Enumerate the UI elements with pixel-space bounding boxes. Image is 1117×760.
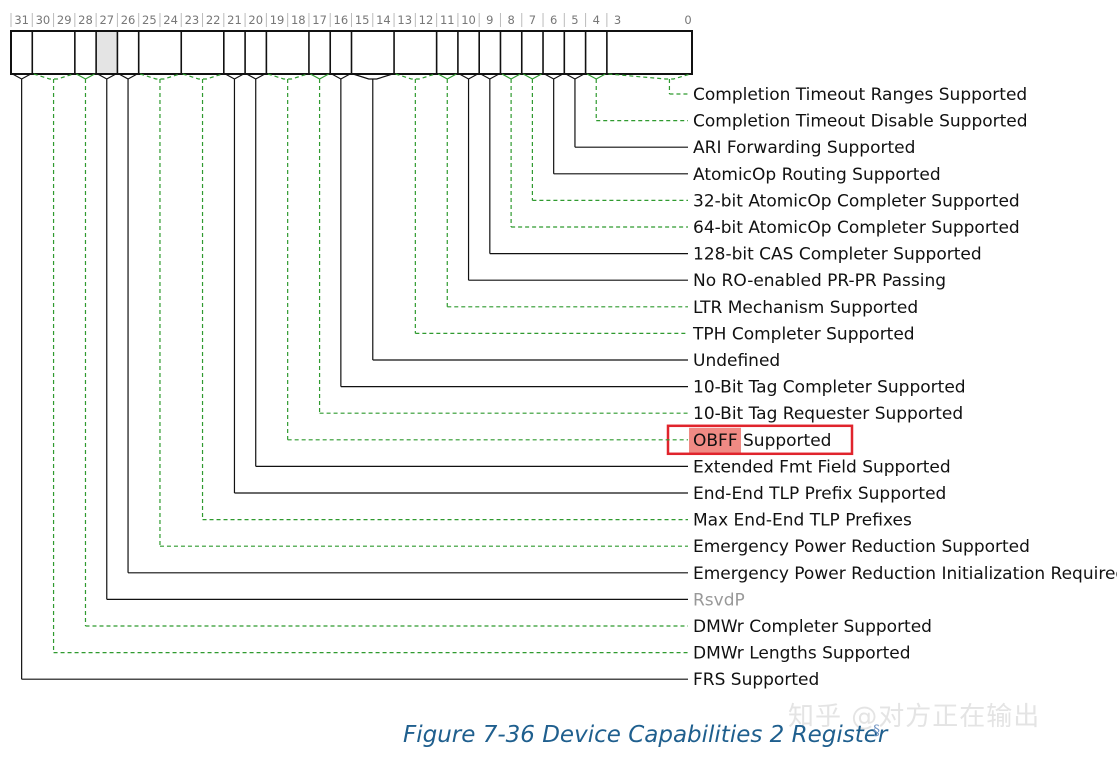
field-label: 128-bit CAS Completer Supported [693,245,982,265]
bit-number: 16 [334,13,349,27]
watermark: 知乎 @对方正在输出 [788,702,1041,732]
register-box [10,30,693,75]
field-label: 10-Bit Tag Requester Supported [693,404,963,424]
field-leader [544,73,688,175]
bit-number: 10 [461,13,476,27]
field-label: End-End TLP Prefix Supported [693,484,946,504]
bit-number: 19 [270,13,285,27]
field-label: Completion Timeout Disable Supported [693,112,1028,132]
field-leader [310,73,688,414]
bit-number: 4 [593,13,600,27]
field-leader [225,73,688,494]
field-label: RsvdP [693,590,745,610]
field-label: Completion Timeout Ranges Supported [693,85,1027,105]
bit-number: 28 [78,13,93,27]
bit-number: 3 [614,13,621,27]
bit-number: 13 [397,13,412,27]
bit-number: 20 [248,13,263,27]
field-leader [459,73,688,281]
field-leader [395,73,688,334]
bit-number: 12 [419,13,434,27]
bit-number: 27 [99,13,114,27]
field-leader [33,73,688,654]
field-leader [608,73,691,95]
bit-number: 0 [684,13,691,27]
field-leader [331,73,688,388]
field-label: AtomicOp Routing Supported [693,165,941,185]
field-label: 64-bit AtomicOp Completer Supported [693,218,1020,238]
bit-number: 25 [142,13,157,27]
bit-number: 31 [14,13,29,27]
bit-number: 30 [36,13,51,27]
field-leader [352,73,688,361]
highlight-fill [689,427,741,453]
field-label: DMWr Completer Supported [693,617,932,637]
field-label: Undefined [693,351,780,371]
field-leader [522,73,688,201]
field-leader [12,73,688,680]
field-label: TPH Completer Supported [692,324,915,344]
field-leader [246,73,688,467]
field-leader [118,73,688,574]
field-label: FRS Supported [693,670,819,690]
bit-number: 9 [486,13,493,27]
field-label: 10-Bit Tag Completer Supported [693,378,966,398]
field-leader [76,73,688,627]
reserved-cell [96,31,118,74]
bit-number: 22 [206,13,221,27]
field-label: Emergency Power Reduction Supported [693,537,1030,557]
bit-number: 21 [227,13,242,27]
bit-number: 6 [550,13,557,27]
bit-number: 11 [440,13,455,27]
bit-number: 24 [163,13,178,27]
field-label: OBFF Supported [693,431,831,451]
bit-number: 18 [291,13,306,27]
field-leader [565,73,688,148]
field-leader [267,73,688,441]
bit-number: 17 [312,13,327,27]
field-label: No RO-enabled PR-PR Passing [693,271,946,291]
field-leader [586,73,688,122]
field-leader-lines [12,73,691,680]
bit-number: 23 [185,13,200,27]
field-leader [501,73,688,228]
bit-number: 26 [121,13,136,27]
bit-number: 29 [57,13,72,27]
field-label: Extended Fmt Field Supported [693,457,951,477]
bit-number: 14 [376,13,391,27]
field-leader [140,73,688,547]
field-leader [182,73,688,521]
bit-number: 15 [355,13,370,27]
figure-caption: Figure 7-36 Device Capabilities 2 Regist… [403,722,888,748]
field-label: ARI Forwarding Supported [693,138,915,158]
field-label: DMWr Lengths Supported [693,644,911,664]
field-leader [437,73,688,308]
field-leader [480,73,688,255]
field-labels: Completion Timeout Ranges SupportedCompl… [692,85,1117,690]
field-label: Max End-End TLP Prefixes [693,511,912,531]
field-label: Emergency Power Reduction Initialization… [693,564,1117,584]
field-label: 32-bit AtomicOp Completer Supported [693,191,1020,211]
field-label: LTR Mechanism Supported [693,298,918,318]
field-leader [97,73,688,601]
bit-number: 7 [529,13,536,27]
section-mark-link[interactable]: § [873,723,880,739]
bit-number: 8 [507,13,514,27]
bit-number: 5 [571,13,578,27]
